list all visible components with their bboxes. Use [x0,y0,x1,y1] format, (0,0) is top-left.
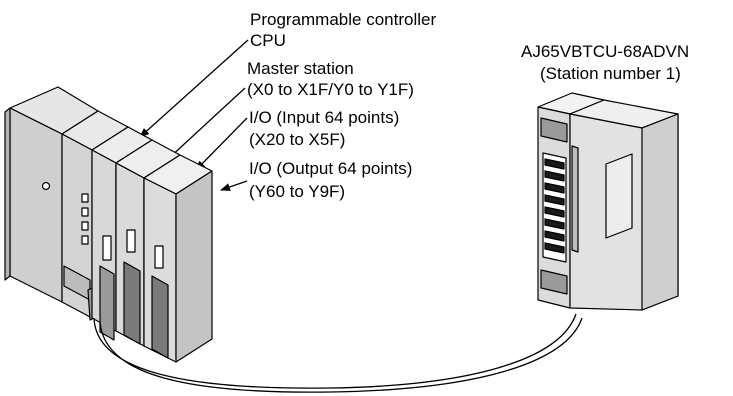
output-indicator-icon [154,245,164,269]
terminal-block [542,152,567,263]
master-indicator-icon [102,235,112,261]
cpu-leader [139,39,249,138]
input-terminal-block [123,261,141,345]
remote-module-model-label: AJ65VBTCU-68ADVN [521,42,690,61]
cpu-label-line1: Programmable controller [250,10,437,29]
power-supply-module [4,86,99,303]
master-station-label-line1: Master station [247,59,354,78]
top-connector [540,117,568,143]
master-station-label-line2: (X0 to X1F/Y0 to Y1F) [247,80,414,99]
remote-module-station-label: (Station number 1) [540,64,681,83]
cpu-led-icon [81,207,89,217]
master-terminal-icon [99,265,115,341]
power-indicator-icon [41,181,51,191]
output-terminal-block [151,275,169,359]
cpu-led-icon [81,221,89,231]
cc-link-cable [93,313,583,393]
cpu-led-icon [81,193,89,203]
cpu-led-icon [81,235,89,245]
cpu-label-line2: CPU [250,31,286,50]
input-leader [195,117,248,171]
input-indicator-icon [126,229,136,253]
callout-leaders [139,39,249,191]
plc-system [4,86,213,363]
input-module-label-line1: I/O (Input 64 points) [249,108,400,127]
output-module-label-line2: (Y60 to Y9F) [249,182,346,201]
remote-io-module [537,92,679,311]
output-module [143,154,213,363]
input-module-label-line2: (X20 to X5F) [249,130,346,149]
master-leader [167,87,246,160]
output-leader [220,180,248,191]
output-module-label-line1: I/O (Output 64 points) [249,159,413,178]
bottom-connector [540,269,568,295]
